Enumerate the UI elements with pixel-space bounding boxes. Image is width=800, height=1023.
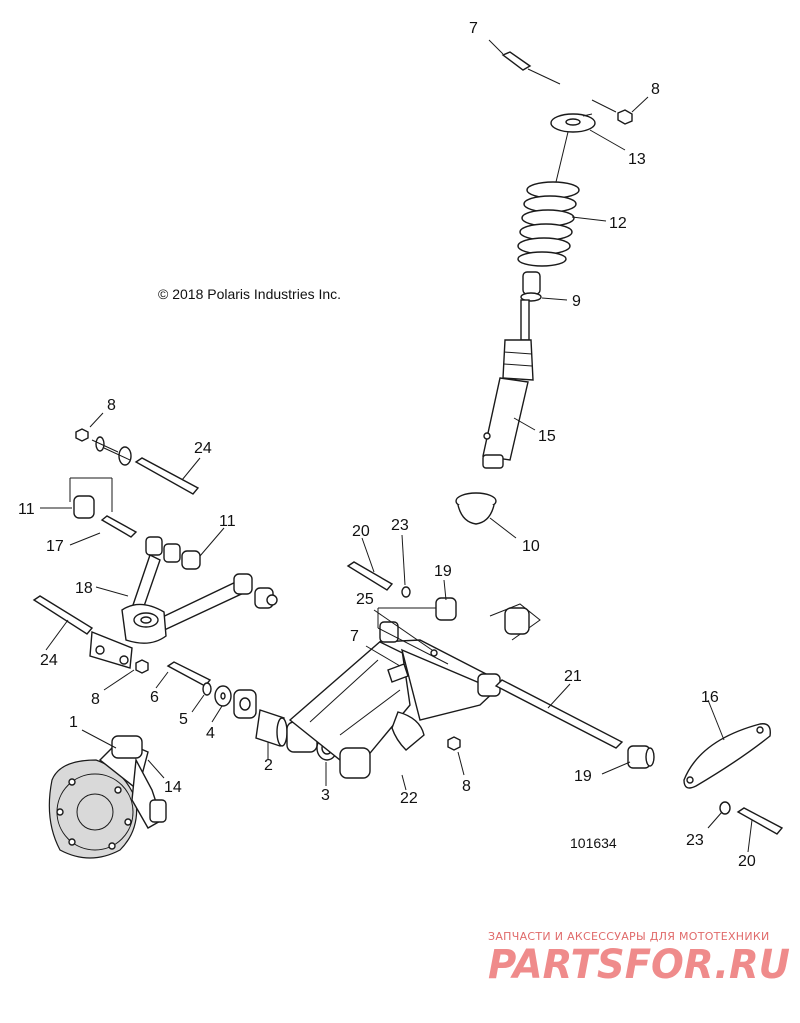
callout-labels: 7 8 13 12 9 15 10 8 24 11 11 17 18 24 8 … bbox=[18, 20, 756, 870]
callout-23: 23 bbox=[391, 517, 409, 534]
watermark-tagline: ЗАПЧАСТИ И АКСЕССУАРЫ ДЛЯ МОТОТЕХНИКИ bbox=[488, 930, 770, 943]
shock-top-bolt bbox=[488, 39, 561, 85]
coil-spring bbox=[517, 181, 607, 267]
side-plate-bracket bbox=[683, 699, 784, 853]
callout-5: 5 bbox=[179, 711, 188, 728]
callout-25: 25 bbox=[356, 591, 374, 608]
knuckle-hub bbox=[48, 729, 167, 859]
callout-21: 21 bbox=[564, 668, 582, 685]
callout-8d: 8 bbox=[462, 778, 471, 795]
callout-24b: 24 bbox=[40, 652, 58, 669]
callout-22: 22 bbox=[400, 790, 418, 807]
callout-7b: 7 bbox=[350, 628, 359, 645]
copyright-notice: © 2018 Polaris Industries Inc. bbox=[158, 286, 341, 302]
shock-assembly bbox=[455, 39, 649, 539]
spring-retainer bbox=[550, 113, 626, 151]
callout-20: 20 bbox=[352, 523, 370, 540]
callout-23b: 23 bbox=[686, 832, 704, 849]
shock-top-nut bbox=[591, 96, 649, 125]
shock-bushing bbox=[520, 271, 568, 302]
swing-arm-assembly bbox=[155, 534, 655, 791]
lower-spring-retainer bbox=[455, 492, 517, 539]
callout-19: 19 bbox=[434, 563, 452, 580]
callout-1: 1 bbox=[69, 714, 78, 731]
upper-a-arm-assembly bbox=[32, 412, 278, 691]
swing-arm bbox=[288, 621, 501, 791]
callout-19b: 19 bbox=[574, 768, 592, 785]
callout-3: 3 bbox=[321, 787, 330, 804]
callout-6: 6 bbox=[150, 689, 159, 706]
callout-18: 18 bbox=[75, 580, 93, 597]
callout-16: 16 bbox=[701, 689, 719, 706]
callout-9: 9 bbox=[572, 293, 581, 310]
callout-11b: 11 bbox=[219, 513, 236, 530]
shock-absorber bbox=[482, 299, 536, 469]
callout-2: 2 bbox=[264, 757, 273, 774]
watermark: ЗАПЧАСТИ И АКСЕССУАРЫ ДЛЯ МОТОТЕХНИКИ PA… bbox=[488, 930, 790, 988]
callout-4: 4 bbox=[206, 725, 215, 742]
callout-13: 13 bbox=[628, 151, 646, 168]
callout-24: 24 bbox=[194, 440, 212, 457]
callout-20b: 20 bbox=[738, 853, 756, 870]
callout-17: 17 bbox=[46, 538, 64, 555]
washer-pair bbox=[91, 436, 132, 466]
callout-11: 11 bbox=[18, 501, 35, 518]
callout-14: 14 bbox=[164, 779, 182, 796]
callout-12: 12 bbox=[609, 215, 627, 232]
watermark-brand: PARTSFOR.RU bbox=[488, 942, 790, 988]
callout-8: 8 bbox=[651, 81, 660, 98]
callout-7: 7 bbox=[469, 20, 478, 37]
callout-8c: 8 bbox=[91, 691, 100, 708]
drawing-number: 101634 bbox=[570, 835, 617, 851]
callout-15: 15 bbox=[538, 428, 556, 445]
callout-8b: 8 bbox=[107, 397, 116, 414]
callout-10: 10 bbox=[522, 538, 540, 555]
upper-a-arm bbox=[89, 554, 278, 669]
